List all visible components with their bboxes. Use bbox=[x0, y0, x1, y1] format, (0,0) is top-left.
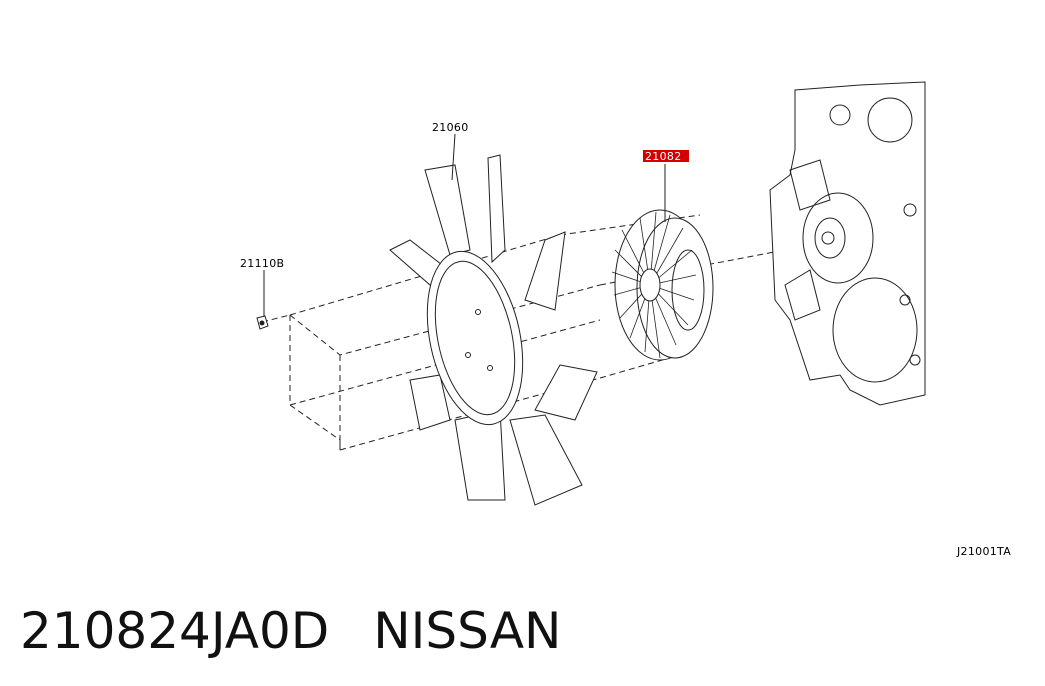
exploded-parts-diagram: 21060 21082 21110B J21001TA bbox=[240, 81, 1011, 558]
fan-blade-assembly bbox=[389, 154, 598, 506]
brand-name: NISSAN bbox=[373, 602, 562, 660]
fan-clutch-unit bbox=[611, 209, 714, 361]
engine-block bbox=[769, 81, 926, 406]
bolt-part bbox=[256, 315, 269, 330]
callout-label-21060: 21060 bbox=[432, 121, 469, 134]
callout-highlight bbox=[643, 150, 689, 162]
leader-lines bbox=[263, 133, 666, 316]
part-number: 210824JA0D bbox=[20, 602, 330, 660]
part-caption: 210824JA0D NISSAN bbox=[20, 596, 561, 666]
callout-label-21082: 21082 bbox=[645, 150, 682, 163]
figure-code: J21001TA bbox=[956, 545, 1011, 558]
callout-label-21110b: 21110B bbox=[240, 257, 284, 270]
